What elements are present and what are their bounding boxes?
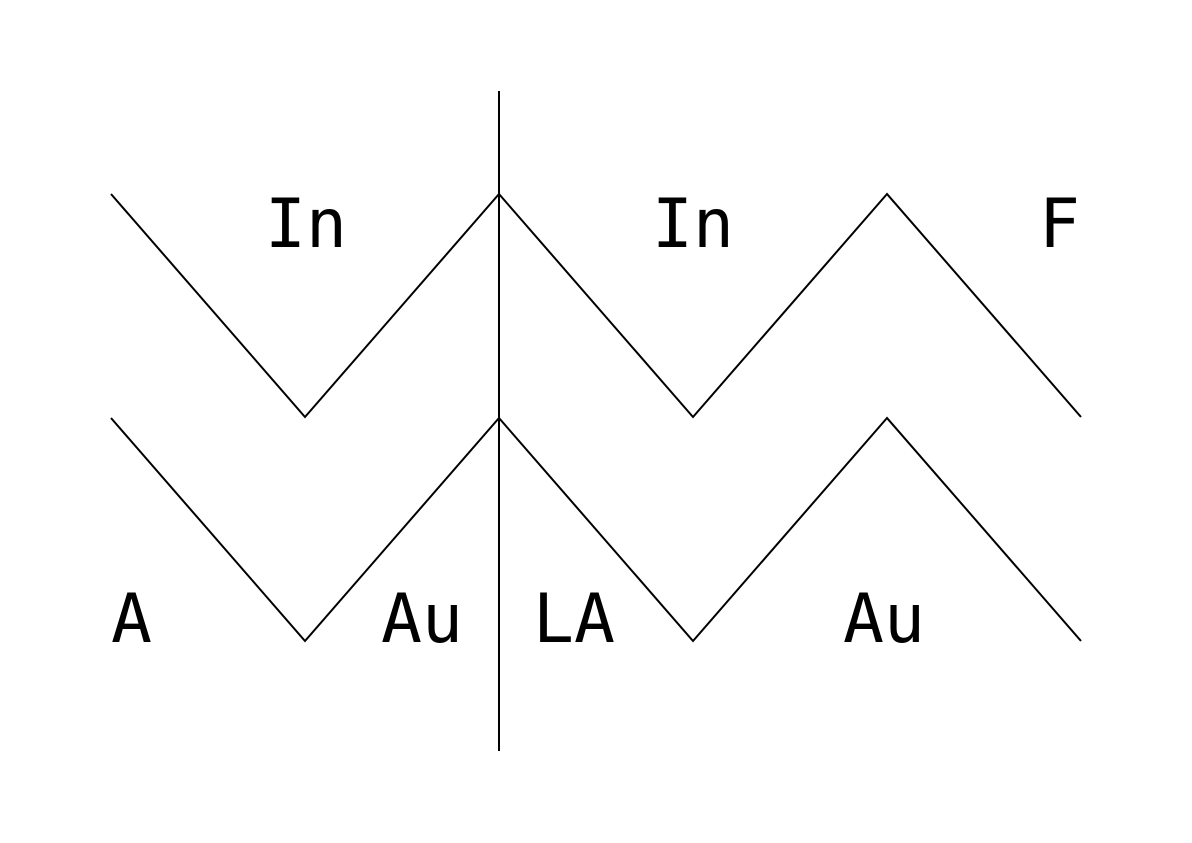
lower-zigzag	[110, 416, 1082, 643]
label-upper-in-left: In	[265, 185, 347, 264]
label-lower-au-left: Au	[381, 580, 463, 659]
label-lower-la: LA	[533, 580, 615, 659]
label-lower-a: A	[111, 580, 152, 659]
label-upper-in-right: In	[652, 185, 734, 264]
label-lower-au-right: Au	[843, 580, 925, 659]
label-upper-f: F	[1039, 185, 1080, 264]
upper-zigzag	[110, 192, 1082, 419]
